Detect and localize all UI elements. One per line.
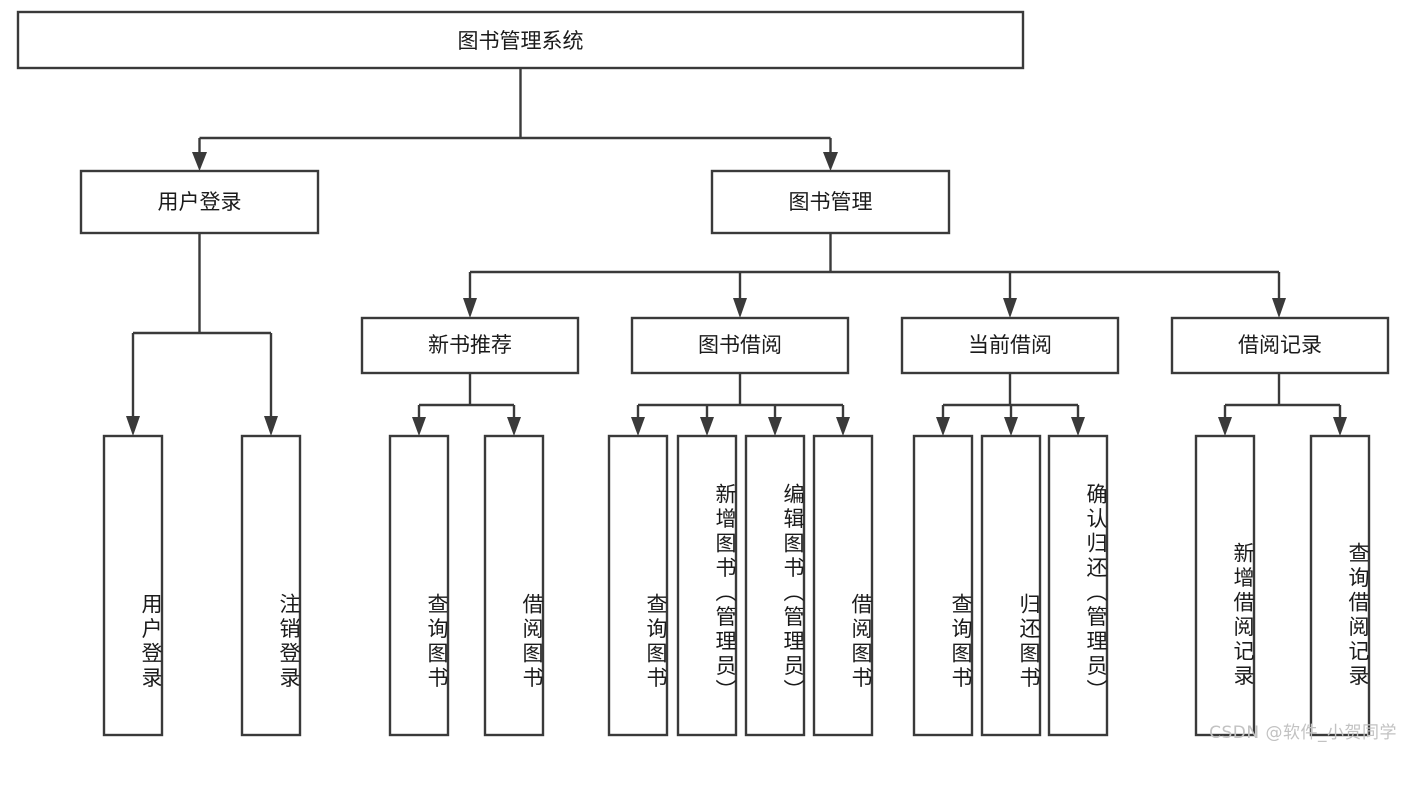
node-label-root: 图书管理系统 xyxy=(458,29,584,53)
node-layer: 图书管理系统 用户登录 图书管理 新书推荐 图书借阅 当前借阅 借阅记录 xyxy=(16,10,1390,737)
hierarchy-tree-svg: 图书管理系统 用户登录 图书管理 新书推荐 图书借阅 当前借阅 借阅记录 xyxy=(16,10,1390,737)
node-box-root[interactable] xyxy=(16,10,1025,70)
node-box-leaf-confirm-return[interactable] xyxy=(1047,434,1109,737)
node-box-leaf-user-login[interactable] xyxy=(102,434,164,737)
arrow-head-leaf-borrow-book-1 xyxy=(507,417,521,436)
node-box-leaf-edit-book[interactable] xyxy=(744,434,806,737)
node-label-new-book-recommend: 新书推荐 xyxy=(428,333,512,357)
node-label-borrow-record: 借阅记录 xyxy=(1238,333,1322,357)
node-box-leaf-query-book-2[interactable] xyxy=(607,434,669,737)
node-box-current-borrow[interactable] xyxy=(900,316,1120,375)
arrow-head-book-borrow xyxy=(733,298,747,318)
arrow-head-leaf-user-login xyxy=(126,416,140,436)
node-box-leaf-query-book-3[interactable] xyxy=(912,434,974,737)
arrow-head-leaf-query-record xyxy=(1333,417,1347,436)
arrow-head-leaf-edit-book xyxy=(768,417,782,436)
node-box-user-login[interactable] xyxy=(79,169,320,235)
diagram-canvas: 图书管理系统 用户登录 图书管理 新书推荐 图书借阅 当前借阅 借阅记录 xyxy=(16,10,1397,743)
node-box-borrow-record[interactable] xyxy=(1170,316,1390,375)
arrow-head-leaf-query-book-1 xyxy=(412,417,426,436)
node-box-leaf-borrow-book-1[interactable] xyxy=(483,434,545,737)
node-box-book-borrow[interactable] xyxy=(630,316,850,375)
arrow-head-user-login xyxy=(192,152,207,171)
arrow-head-book-management xyxy=(823,152,838,171)
csdn-watermark: CSDN @软件_小贺同学 xyxy=(1209,723,1397,743)
arrow-head-leaf-confirm-return xyxy=(1071,417,1085,436)
node-box-leaf-add-record[interactable] xyxy=(1194,434,1256,737)
node-box-leaf-logout[interactable] xyxy=(240,434,302,737)
arrow-head-borrow-record xyxy=(1272,298,1286,318)
arrow-head-current-borrow xyxy=(1003,298,1017,318)
arrow-head-leaf-query-book-2 xyxy=(631,417,645,436)
connector-layer xyxy=(126,68,1347,436)
arrow-head-new-book-recommend xyxy=(463,298,477,318)
arrow-head-leaf-return-book xyxy=(1004,417,1018,436)
node-box-book-management[interactable] xyxy=(710,169,951,235)
arrow-head-leaf-borrow-book-2 xyxy=(836,417,850,436)
node-box-leaf-add-book[interactable] xyxy=(676,434,738,737)
node-box-new-book-recommend[interactable] xyxy=(360,316,580,375)
node-box-leaf-return-book[interactable] xyxy=(980,434,1042,737)
node-box-leaf-query-record[interactable] xyxy=(1309,434,1371,737)
arrow-head-leaf-logout xyxy=(264,416,278,436)
node-box-leaf-borrow-book-2[interactable] xyxy=(812,434,874,737)
arrow-head-leaf-add-record xyxy=(1218,417,1232,436)
node-label-user-login: 用户登录 xyxy=(158,190,242,214)
arrow-head-leaf-query-book-3 xyxy=(936,417,950,436)
node-box-leaf-query-book-1[interactable] xyxy=(388,434,450,737)
node-label-book-management: 图书管理 xyxy=(789,190,873,214)
node-label-current-borrow: 当前借阅 xyxy=(968,333,1052,357)
node-label-book-borrow: 图书借阅 xyxy=(698,333,782,357)
arrow-head-leaf-add-book xyxy=(700,417,714,436)
